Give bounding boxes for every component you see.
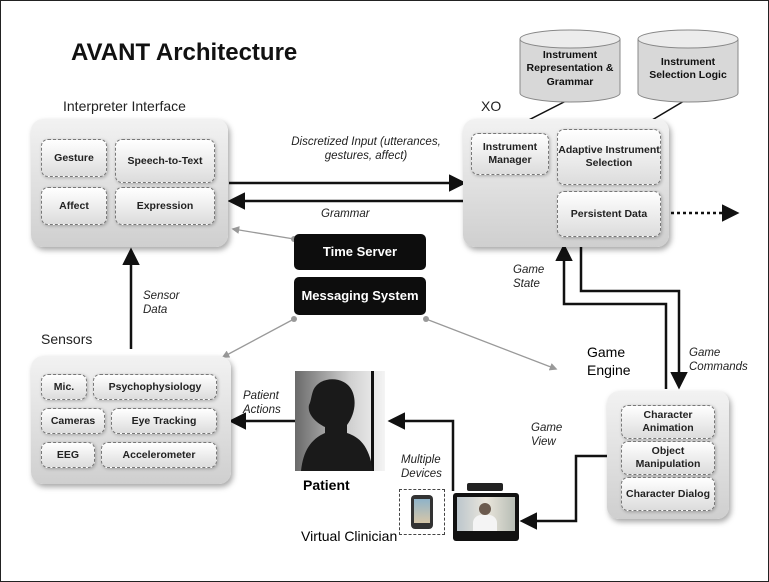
phone-device-frame [399,489,445,535]
arrow-game-view [519,454,616,530]
database-selection-logic-label: Instrument Selection Logic [649,55,727,81]
game-engine-panel: Character Animation Object Manipulation … [607,391,729,519]
module-adaptive-instrument-selection: Adaptive Instrument Selection [557,129,661,185]
module-object-manipulation: Object Manipulation [621,441,715,475]
patient-silhouette-icon [301,371,374,471]
module-gesture: Gesture [41,139,107,177]
database-selection-logic [637,29,739,103]
database-grammar-label: Instrument Representation & Grammar [526,49,614,88]
monitor-camera-icon [467,483,503,491]
diagram-title: AVANT Architecture [71,39,298,66]
virtual-clinician-label: Virtual Clinician [301,528,398,544]
label-game-state: Game State [513,264,545,291]
monitor-icon [453,493,519,541]
label-grammar: Grammar [321,208,370,220]
module-persistent-data: Persistent Data [557,191,661,237]
label-discretized-input: Discretized Input (utterances, gestures,… [291,136,441,163]
label-game-view: Game View [531,422,563,449]
label-multiple-devices: Multiple Devices [401,454,442,481]
label-patient-actions: Patient Actions [243,390,281,417]
module-mic: Mic. [41,374,87,400]
xo-label: XO [481,98,502,114]
module-eye-tracking: Eye Tracking [111,408,217,434]
module-expression: Expression [115,187,215,225]
xo-panel: Instrument Manager Adaptive Instrument S… [463,119,669,247]
label-game-commands: Game Commands [689,347,748,374]
module-affect: Affect [41,187,107,225]
module-cameras: Cameras [41,408,105,434]
label-sensor-data: Sensor Data [143,290,180,317]
sensors-panel: Mic. Psychophysiology Cameras Eye Tracki… [31,356,231,484]
module-speech-to-text: Speech-to-Text [115,139,215,183]
module-accelerometer: Accelerometer [101,442,217,468]
module-instrument-manager: Instrument Manager [471,133,549,175]
arrow-game-commands [579,247,688,390]
module-psychophysiology: Psychophysiology [93,374,217,400]
interpreter-panel: Gesture Speech-to-Text Affect Expression [31,119,228,247]
messaging-system-box: Messaging System [294,277,426,315]
phone-icon [411,495,433,529]
patient-image [295,371,385,471]
database-grammar [519,29,621,103]
module-character-dialog: Character Dialog [621,477,715,511]
arrow-clinician-to-patient [387,412,455,491]
patient-label: Patient [303,477,350,493]
time-server-box: Time Server [294,234,426,270]
sensors-label: Sensors [41,331,93,347]
arrow-game-state [555,243,668,389]
game-engine-label: Game Engine [587,344,631,378]
module-character-animation: Character Animation [621,405,715,439]
interpreter-label: Interpreter Interface [63,98,186,114]
module-eeg: EEG [41,442,95,468]
